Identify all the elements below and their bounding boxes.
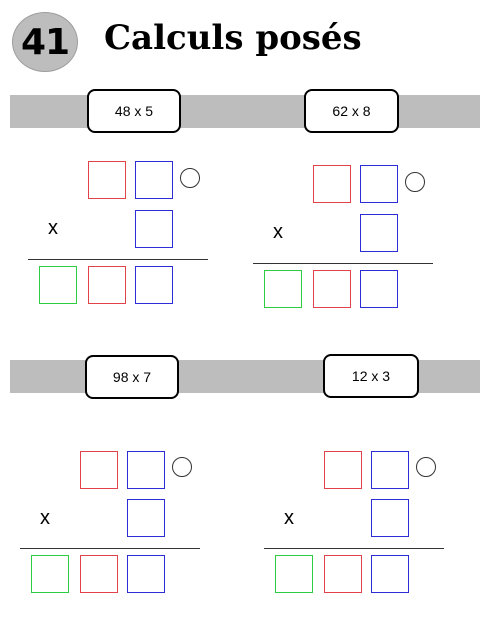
exercise-1-result-line (28, 259, 208, 260)
exercise-2-result-hundreds-box[interactable] (264, 270, 302, 308)
exercise-4-multiplier-box[interactable] (371, 499, 409, 537)
exercise-2-multiplier-box[interactable] (360, 214, 398, 252)
worksheet-number-badge: 41 (12, 12, 78, 72)
exercise-3-result-tens-box[interactable] (80, 555, 118, 593)
exercise-2-units-box[interactable] (360, 165, 398, 203)
exercise-1-multiplier-box[interactable] (135, 210, 173, 248)
exercise-4-result-units-box[interactable] (371, 555, 409, 593)
exercise-1-carry-circle[interactable] (180, 168, 200, 188)
exercise-4-label: 12 x 3 (323, 354, 419, 398)
exercise-3-result-hundreds-box[interactable] (31, 555, 69, 593)
exercise-2-carry-circle[interactable] (405, 172, 425, 192)
exercise-4-result-line (264, 548, 444, 549)
exercise-2-result-line (253, 263, 433, 264)
exercise-2-multiply-sign: x (273, 221, 283, 243)
exercise-2-label: 62 x 8 (304, 89, 399, 133)
exercise-1-tens-box[interactable] (88, 161, 126, 199)
exercise-1-result-units-box[interactable] (135, 266, 173, 304)
exercise-1-result-tens-box[interactable] (88, 266, 126, 304)
section-band-top (10, 95, 480, 128)
exercise-3-units-box[interactable] (127, 451, 165, 489)
exercise-4-units-box[interactable] (371, 451, 409, 489)
exercise-2-tens-box[interactable] (313, 165, 351, 203)
page-title: Calculs posés (104, 18, 362, 58)
exercise-4-multiply-sign: x (284, 507, 294, 529)
exercise-1-units-box[interactable] (135, 161, 173, 199)
exercise-4-tens-box[interactable] (324, 451, 362, 489)
exercise-3-multiply-sign: x (40, 507, 50, 529)
exercise-1-label: 48 x 5 (87, 89, 181, 133)
exercise-1-result-hundreds-box[interactable] (39, 266, 77, 304)
exercise-3-tens-box[interactable] (80, 451, 118, 489)
exercise-2-result-tens-box[interactable] (313, 270, 351, 308)
exercise-3-result-line (20, 548, 200, 549)
exercise-2-result-units-box[interactable] (360, 270, 398, 308)
exercise-3-carry-circle[interactable] (172, 457, 192, 477)
exercise-4-result-tens-box[interactable] (324, 555, 362, 593)
exercise-3-result-units-box[interactable] (127, 555, 165, 593)
worksheet-number: 41 (20, 21, 70, 63)
exercise-3-multiplier-box[interactable] (127, 499, 165, 537)
exercise-3-label: 98 x 7 (85, 355, 179, 399)
exercise-4-carry-circle[interactable] (416, 457, 436, 477)
exercise-1-multiply-sign: x (48, 217, 58, 239)
exercise-4-result-hundreds-box[interactable] (275, 555, 313, 593)
